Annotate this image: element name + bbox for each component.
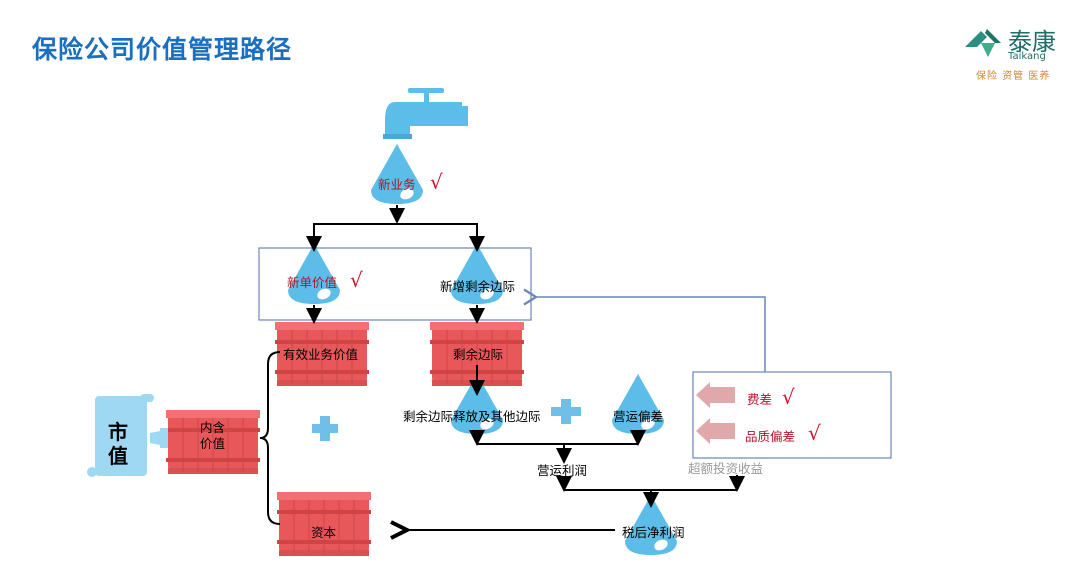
operating-variance-drop bbox=[612, 374, 664, 434]
logo-name-en: Taikang bbox=[1008, 51, 1046, 62]
market-value-scroll bbox=[87, 394, 154, 477]
plus-icon bbox=[551, 399, 581, 424]
new-csm-drop bbox=[451, 244, 503, 304]
label-new-business-value: 新单价值 bbox=[287, 275, 338, 290]
label-csm: 剩余边际 bbox=[453, 347, 504, 362]
check-new-business-value: √ bbox=[350, 268, 363, 292]
taikang-logo-icon bbox=[965, 29, 1001, 57]
arrow-shaft bbox=[160, 428, 168, 448]
expense-variance-arrow bbox=[696, 382, 735, 408]
new-business-split-box bbox=[258, 247, 532, 321]
label-quality-variance: 品质偏差 bbox=[745, 429, 796, 444]
label-operating-profit: 营运利润 bbox=[537, 463, 588, 478]
label-expense-variance: 费差 bbox=[747, 392, 773, 407]
label-capital: 资本 bbox=[311, 525, 337, 540]
check-expense-variance: √ bbox=[782, 385, 795, 409]
label-csm-release: 剩余边际释放及其他边际 bbox=[403, 409, 541, 424]
label-in-force-value: 有效业务价值 bbox=[283, 347, 359, 362]
check-new-business: √ bbox=[430, 170, 443, 194]
page-title: 保险公司价值管理路径 bbox=[32, 35, 293, 64]
label-new-csm: 新增剩余边际 bbox=[440, 279, 516, 294]
label-new-business: 新业务 bbox=[378, 177, 416, 192]
label-market-value: 市值 bbox=[108, 420, 128, 468]
check-quality-variance: √ bbox=[808, 421, 821, 445]
quality-variance-arrow bbox=[696, 418, 735, 444]
label-net-profit: 税后净利润 bbox=[622, 525, 685, 540]
feedback-arrow bbox=[523, 288, 766, 372]
logo-name-cn: 泰康 bbox=[1008, 28, 1056, 56]
logo-tagline: 保险 资管 医养 bbox=[976, 71, 1051, 82]
label-excess-investment-return: 超额投资收益 bbox=[688, 461, 764, 476]
plus-icon bbox=[312, 416, 338, 441]
label-embedded-value: 内含价值 bbox=[200, 420, 226, 451]
variance-box bbox=[692, 371, 892, 459]
faucet-icon bbox=[383, 88, 468, 139]
label-operating-variance: 营运偏差 bbox=[613, 409, 664, 424]
